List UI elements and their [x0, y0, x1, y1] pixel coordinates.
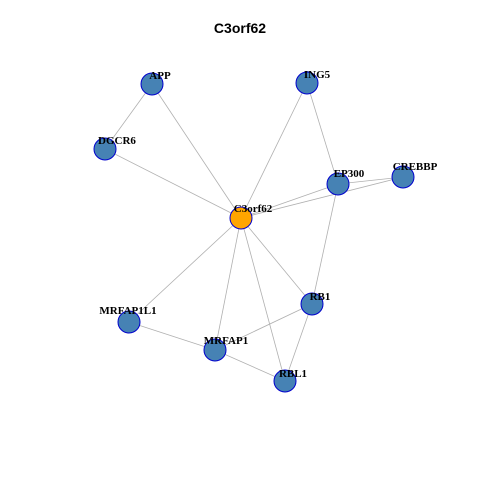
edge-dgcr6-c3orf62	[104, 148, 242, 219]
edge-mrfap1l1-mrfap1	[128, 321, 216, 351]
node-app[interactable]: APP	[140, 70, 171, 96]
node-circle[interactable]	[203, 338, 227, 362]
node-mrfap1[interactable]: MRFAP1	[203, 335, 248, 362]
node-label: RBL1	[279, 368, 307, 380]
node-label: APP	[149, 70, 171, 82]
node-rb1[interactable]: RB1	[300, 291, 331, 316]
node-circle[interactable]	[326, 172, 350, 196]
node-label: ING5	[304, 69, 331, 81]
node-label: DGCR6	[98, 135, 136, 147]
edge-ep300-rb1	[311, 183, 339, 305]
node-label: MRFAP1	[204, 335, 248, 347]
edge-ep300-c3orf62	[240, 183, 339, 219]
edge-c3orf62-mrfap1l1	[128, 217, 242, 323]
edge-ing5-c3orf62	[240, 82, 308, 219]
edge-rb1-rbl1	[284, 303, 313, 382]
node-label: MRFAP1L1	[99, 305, 156, 317]
edge-layer	[104, 82, 404, 382]
node-circle[interactable]	[140, 72, 164, 96]
node-crebbp[interactable]: CREBBP	[391, 161, 438, 189]
node-ing5[interactable]: ING5	[295, 69, 331, 95]
node-ep300[interactable]: EP300	[326, 168, 365, 196]
node-circle[interactable]	[273, 369, 297, 393]
edge-mrfap1-rbl1	[214, 349, 286, 382]
node-rbl1[interactable]: RBL1	[273, 368, 307, 393]
node-label: C3orf62	[234, 203, 273, 215]
edge-mrfap1-rb1	[214, 303, 313, 351]
edge-crebbp-c3orf62	[240, 176, 404, 219]
node-circle[interactable]	[295, 71, 319, 95]
node-label: EP300	[334, 168, 365, 180]
edge-c3orf62-rbl1	[240, 217, 286, 382]
node-c3orf62[interactable]: C3orf62	[229, 203, 273, 230]
node-circle[interactable]	[229, 206, 253, 230]
node-mrfap1l1[interactable]: MRFAP1L1	[99, 305, 157, 334]
node-dgcr6[interactable]: DGCR6	[93, 135, 136, 161]
graph-title: C3orf62	[213, 20, 267, 36]
node-circle[interactable]	[93, 137, 117, 161]
node-label: CREBBP	[393, 161, 438, 173]
node-label: RB1	[310, 291, 331, 303]
node-circle[interactable]	[391, 165, 415, 189]
edge-app-c3orf62	[151, 83, 242, 219]
edge-app-dgcr6	[104, 83, 153, 150]
node-circle[interactable]	[117, 310, 141, 334]
edge-ing5-ep300	[306, 82, 339, 185]
edge-c3orf62-mrfap1	[214, 217, 242, 351]
node-circle[interactable]	[300, 292, 324, 316]
edge-c3orf62-rb1	[240, 217, 313, 305]
